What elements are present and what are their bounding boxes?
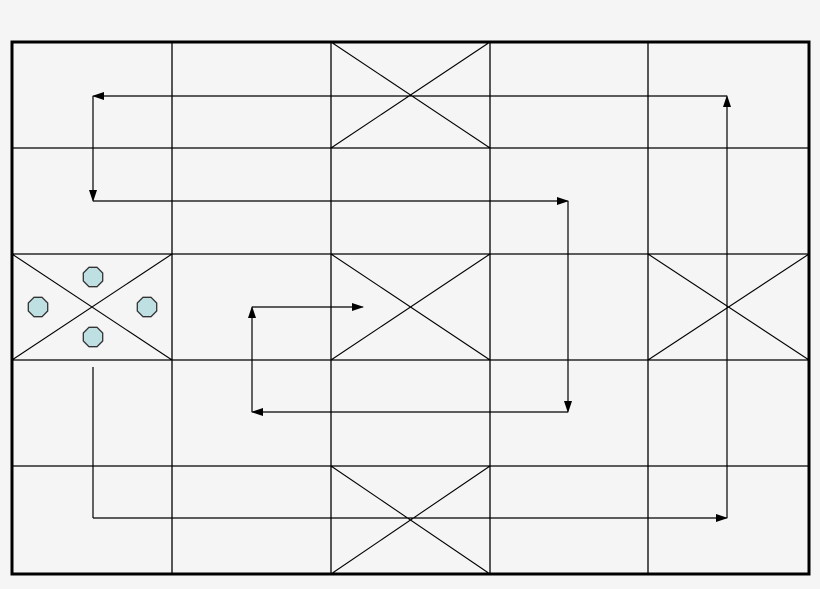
cross-diagonal [330, 465, 491, 575]
octagon-marker [82, 266, 104, 288]
cross-diagonal [647, 253, 810, 361]
octagon-marker [27, 296, 49, 318]
crossed-cells [11, 41, 810, 575]
path-arrows [89, 92, 731, 522]
cross-diagonal [11, 253, 173, 361]
octagon-markers [27, 266, 158, 348]
grid-lines [10, 40, 811, 576]
octagon-marker [82, 326, 104, 348]
cross-diagonal [330, 41, 491, 149]
outer-border [10, 40, 811, 576]
octagon-marker [136, 296, 158, 318]
cross-diagonal [330, 253, 491, 361]
